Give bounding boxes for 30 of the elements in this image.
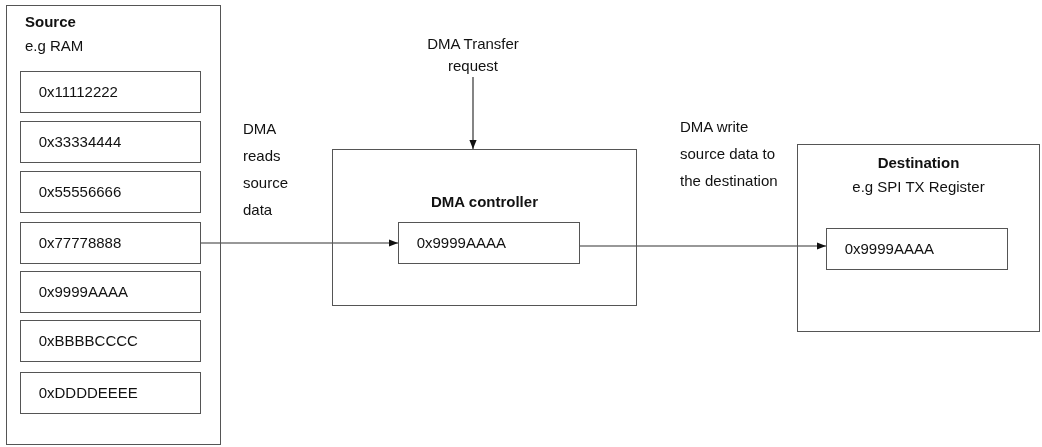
address-value: 0x9999AAAA (416, 234, 506, 252)
memory-cell (19, 70, 201, 113)
request-label: DMA Transfer request (426, 34, 520, 76)
block-box (6, 5, 221, 445)
address-value: 0x33334444 (38, 133, 122, 151)
block-box (332, 149, 637, 306)
address-value: 0x9999AAAA (38, 283, 128, 301)
arrow (200, 239, 399, 247)
box-subtitle: e.g SPI TX Register (852, 177, 985, 197)
memory-cell (19, 319, 201, 362)
memory-cell (19, 371, 201, 414)
arrow (579, 242, 827, 250)
box-heading: DMA controller (431, 192, 538, 212)
arrow (469, 76, 477, 150)
address-value: 0xBBBBCCCC (38, 332, 138, 350)
memory-cell (19, 120, 201, 163)
address-value: 0x11112222 (38, 83, 118, 101)
address-value: 0x77778888 (38, 234, 122, 252)
box-subtitle: e.g RAM (25, 36, 84, 56)
box-heading: Source (25, 12, 76, 32)
memory-cell (19, 221, 201, 264)
address-value: 0x9999AAAA (844, 240, 934, 258)
address-value: 0x55556666 (38, 183, 122, 201)
address-value: 0xDDDDEEEE (38, 384, 138, 402)
block-box (797, 144, 1040, 332)
memory-cell (19, 170, 201, 213)
box-heading: Destination (877, 153, 960, 173)
memory-cell (397, 221, 580, 264)
memory-cell (825, 227, 1008, 270)
memory-cell (19, 270, 201, 313)
